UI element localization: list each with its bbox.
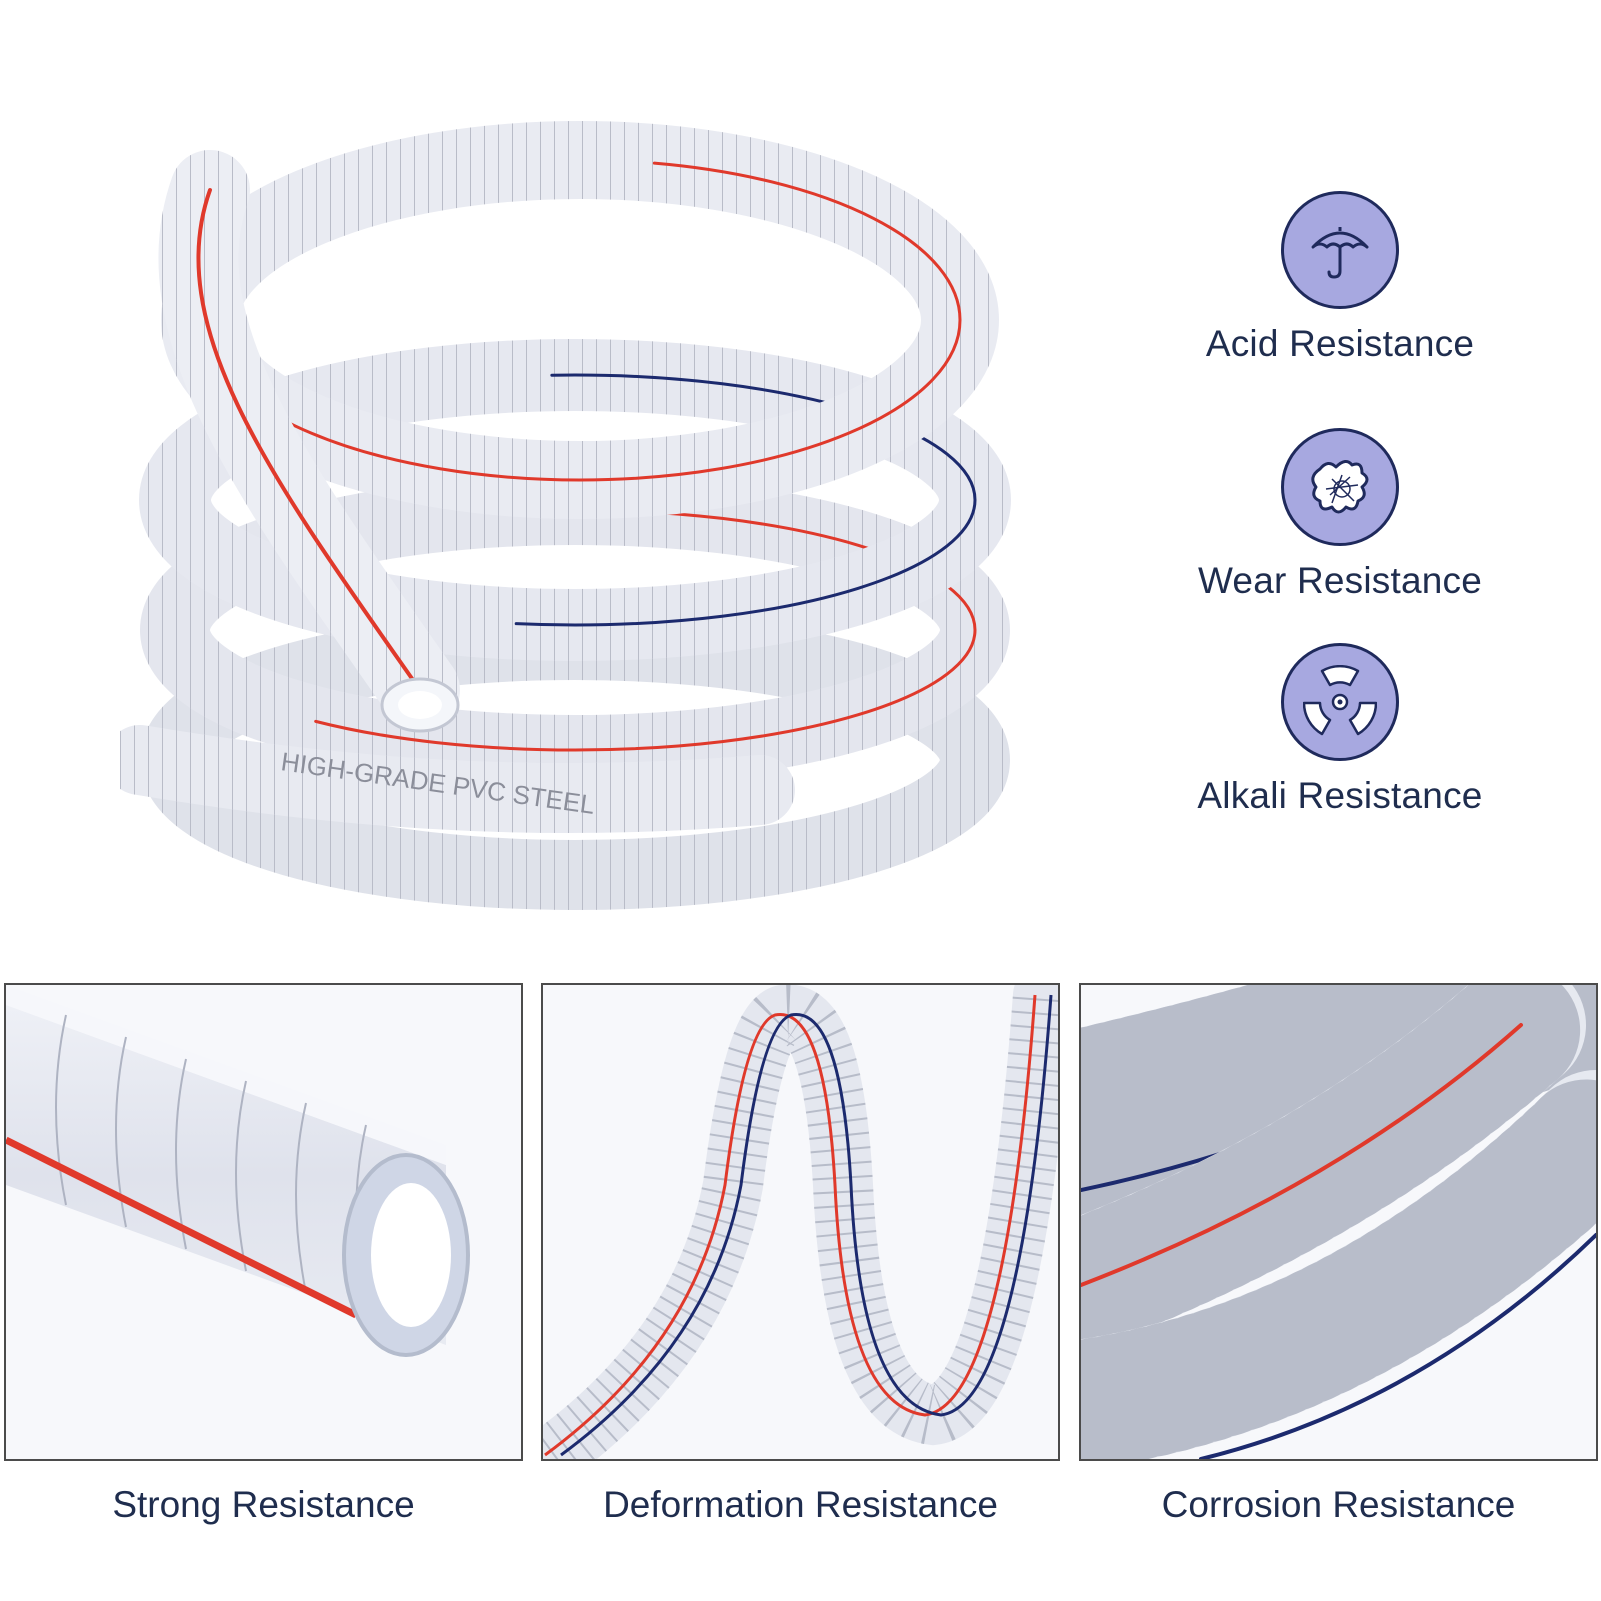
splat-net-icon (1281, 428, 1399, 546)
feature-label: Wear Resistance (1197, 560, 1483, 601)
panel-caption-deformation: Deformation Resistance (603, 1484, 998, 1525)
radiation-icon (1281, 643, 1399, 761)
panel-caption-strong: Strong Resistance (112, 1484, 415, 1525)
panel-deformation (541, 983, 1060, 1461)
hose-coil-closeup-image (1081, 985, 1596, 1459)
bent-hose-loop-image (543, 985, 1058, 1459)
feature-label: Acid Resistance (1205, 323, 1475, 364)
feature-acid: Acid Resistance (1150, 191, 1530, 365)
hero-hose-image: HIGH-GRADE PVC STEEL (105, 70, 1030, 910)
feature-list: Acid Resistance Wear Resistance (1150, 185, 1530, 835)
panel-corrosion (1079, 983, 1598, 1461)
umbrella-icon (1281, 191, 1399, 309)
panel-strong (4, 983, 523, 1461)
panel-caption-corrosion: Corrosion Resistance (1161, 1484, 1516, 1525)
feature-wear: Wear Resistance (1150, 428, 1530, 602)
hose-end-closeup-image (6, 985, 470, 1357)
coiled-hose-illustration: HIGH-GRADE PVC STEEL (105, 121, 1011, 910)
feature-alkali: Alkali Resistance (1150, 643, 1530, 817)
feature-label: Alkali Resistance (1197, 775, 1483, 816)
